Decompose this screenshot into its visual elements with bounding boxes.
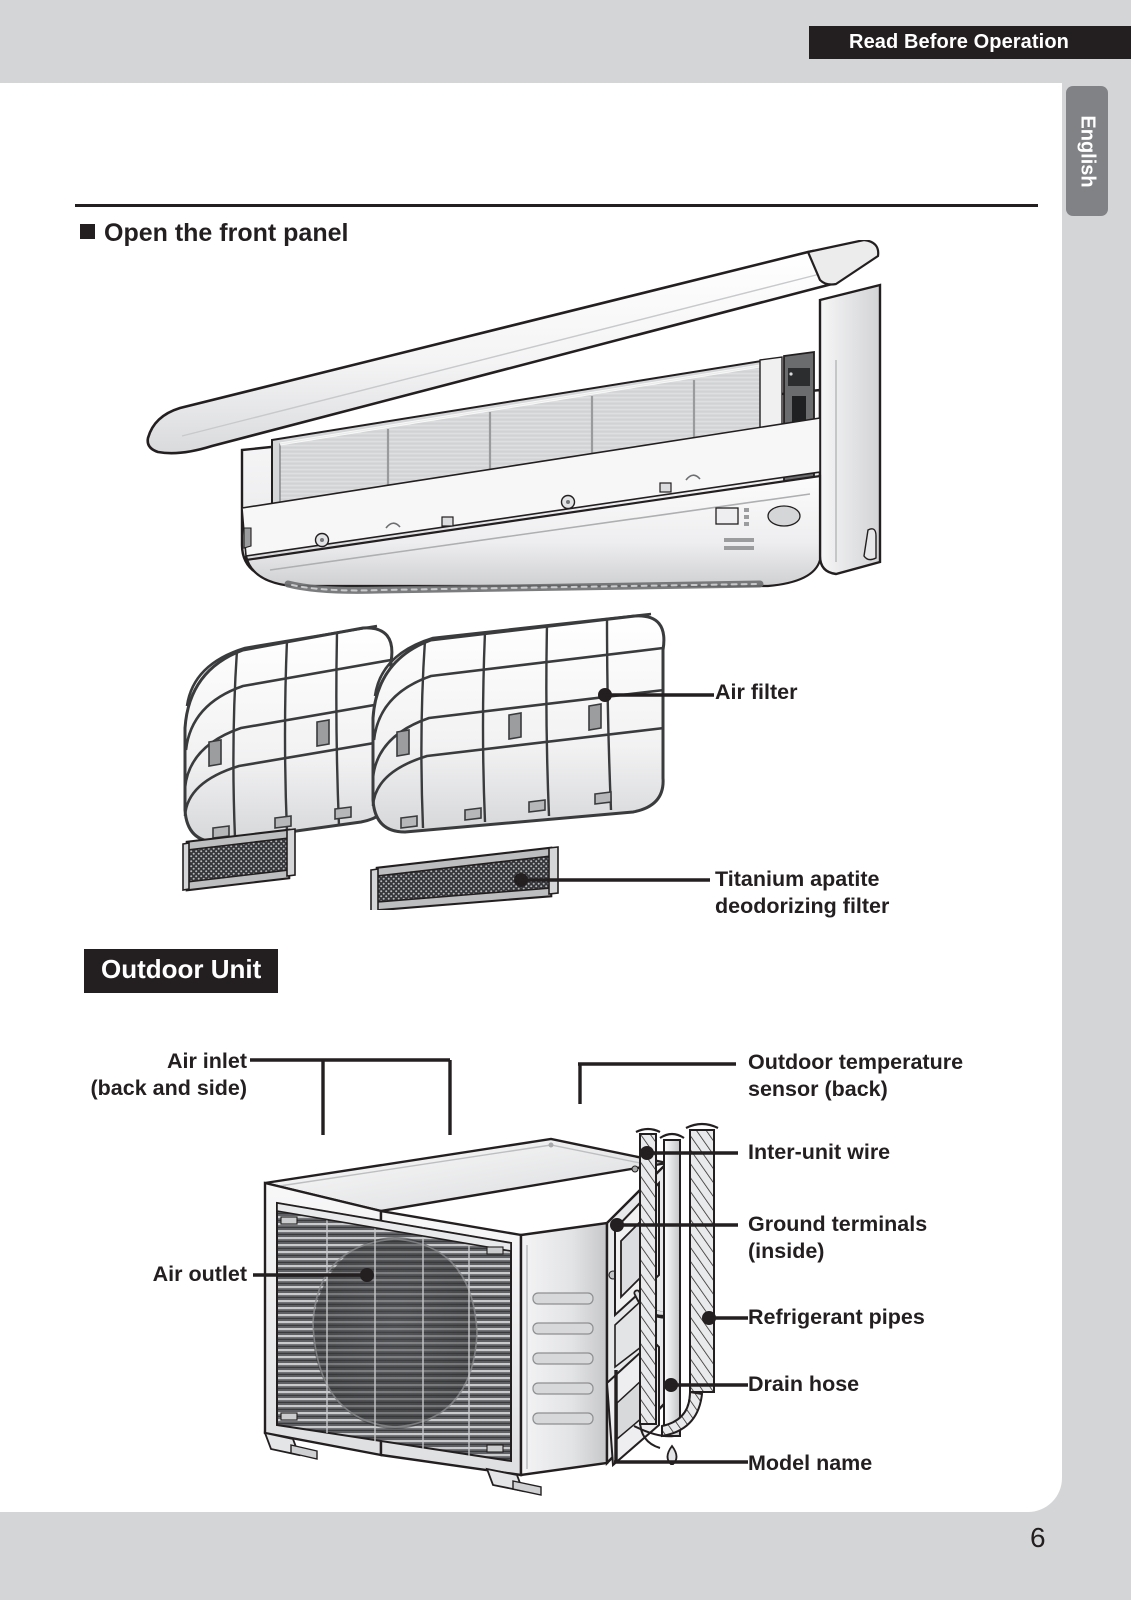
callout-air-inlet-line2: (back and side): [90, 1076, 247, 1100]
front-panel-heading-text: Open the front panel: [104, 219, 349, 247]
inter-unit-wire-leader-line: [638, 1140, 740, 1166]
air-filter-illustration: [165, 610, 685, 910]
callout-refrigerant-pipes: Refrigerant pipes: [748, 1305, 925, 1329]
callout-ground-terminals-line1: Ground terminals: [748, 1212, 928, 1236]
callout-air-outlet: Air outlet: [152, 1262, 247, 1286]
air-inlet-leader-line: [250, 1055, 460, 1135]
header-banner-title: Read Before Operation: [849, 31, 1069, 53]
callout-air-inlet: Air inlet (back and side): [0, 1048, 247, 1102]
section-divider: [75, 204, 1038, 207]
callout-temperature-sensor: Outdoor temperature sensor (back): [748, 1049, 963, 1103]
indoor-unit-illustration: [120, 240, 910, 600]
air-outlet-leader-line: [253, 1262, 377, 1288]
callout-drain-hose: Drain hose: [748, 1372, 860, 1396]
language-tab: English: [1066, 86, 1108, 216]
language-tab-label: English: [1076, 114, 1099, 188]
callout-temperature-sensor-line1: Outdoor temperature: [748, 1050, 964, 1074]
outdoor-unit-illustration: [255, 1125, 675, 1505]
air-filter-leader-line: [596, 680, 716, 710]
callout-model-name: Model name: [748, 1451, 873, 1475]
callout-ground-terminals: Ground terminals (inside): [748, 1211, 927, 1265]
temperature-sensor-leader-line: [578, 1060, 738, 1106]
callout-deodorizing-filter-line1: Titanium apatite: [715, 867, 880, 891]
pipe-bundle-illustration: [630, 1120, 740, 1465]
callout-air-inlet-line1: Air inlet: [166, 1049, 247, 1073]
drain-hose-leader-line: [662, 1372, 750, 1398]
callout-temperature-sensor-line2: sensor (back): [748, 1077, 888, 1101]
header-banner: Read Before Operation: [809, 26, 1131, 59]
square-bullet-icon: [80, 224, 95, 239]
outdoor-unit-heading: Outdoor Unit: [84, 949, 279, 993]
ground-terminals-leader-line: [608, 1212, 740, 1238]
model-name-leader-line: [614, 1370, 750, 1468]
deodorizing-filter-leader-line: [512, 868, 712, 892]
callout-inter-unit-wire: Inter-unit wire: [748, 1140, 891, 1164]
callout-ground-terminals-line2: (inside): [748, 1239, 825, 1263]
refrigerant-pipes-leader-line: [700, 1305, 750, 1331]
callout-deodorizing-filter-line2: deodorizing filter: [715, 894, 890, 918]
callout-deodorizing-filter: Titanium apatite deodorizing filter: [715, 866, 889, 920]
page-title: Open the front panel: [80, 219, 348, 248]
callout-air-filter: Air filter: [715, 680, 798, 704]
page-number: 6: [1030, 1522, 1046, 1553]
